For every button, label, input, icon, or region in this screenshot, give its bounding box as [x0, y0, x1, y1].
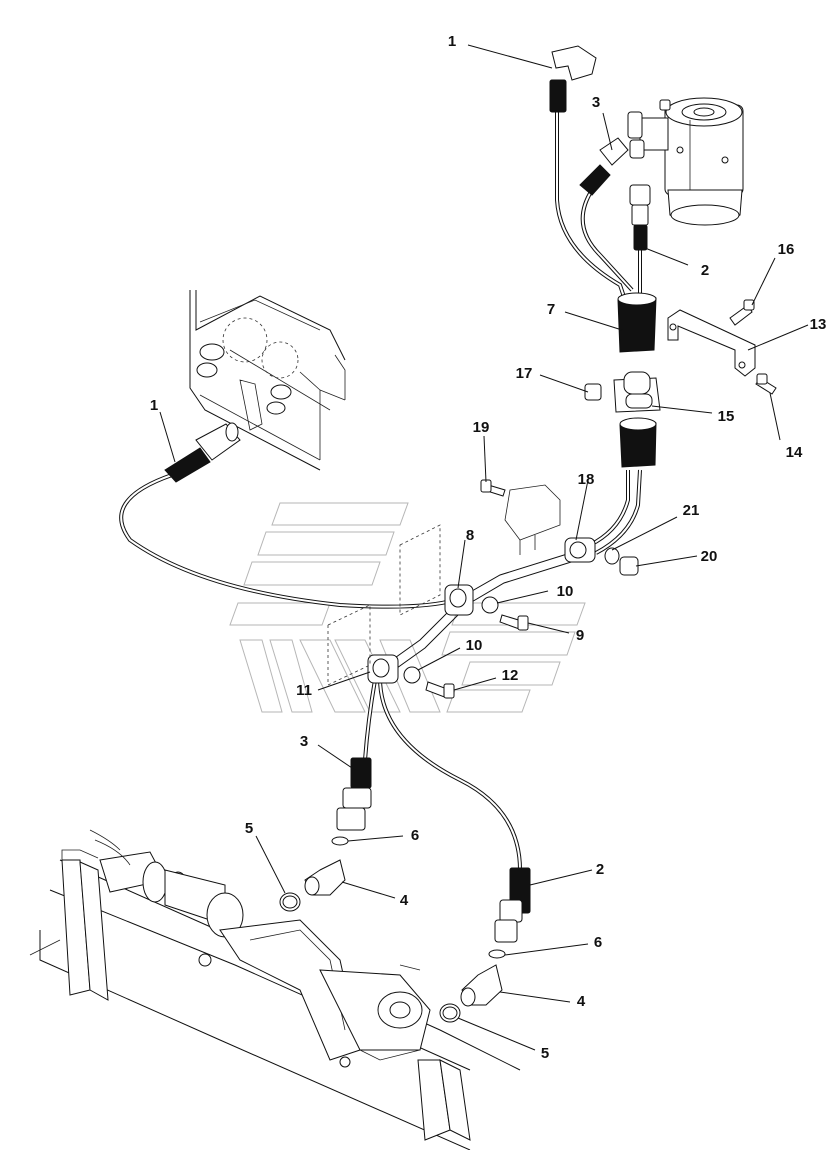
callout-3-top: 3: [592, 94, 600, 111]
callout-15: 15: [718, 408, 735, 425]
callout-18: 18: [578, 471, 595, 488]
callout-9: 9: [576, 627, 584, 644]
engine-block: [189, 290, 346, 471]
callout-20: 20: [701, 548, 718, 565]
fittings: [164, 45, 777, 1023]
callout-17: 17: [516, 365, 533, 382]
hose-sleeves: [617, 292, 657, 468]
callout-labels: 1 3 2 16 13 7 17 15 14 1 19 18 21 20 8 1…: [150, 33, 827, 1062]
callout-8: 8: [466, 527, 474, 544]
callout-2-top: 2: [701, 262, 709, 279]
callout-6-left: 6: [411, 827, 419, 844]
callout-4-right: 4: [577, 993, 586, 1010]
callout-6-right: 6: [594, 934, 602, 951]
callout-2-lower: 2: [596, 861, 604, 878]
callout-10-lower: 10: [466, 637, 483, 654]
callout-5-right: 5: [541, 1045, 549, 1062]
callout-13: 13: [810, 316, 827, 333]
callout-11: 11: [296, 682, 312, 699]
steering-unit: [627, 97, 744, 226]
hydraulic-hoses: [119, 110, 642, 871]
watermark-logo: [229, 502, 586, 713]
callout-5-left: 5: [245, 820, 253, 837]
callout-12: 12: [502, 667, 519, 684]
callout-4-left: 4: [400, 892, 409, 909]
callout-10-upper: 10: [557, 583, 574, 600]
bracket: [667, 309, 756, 377]
clamp-block: [613, 371, 661, 413]
callout-16: 16: [778, 241, 795, 258]
tube-brackets: [327, 484, 596, 686]
callout-19: 19: [473, 419, 490, 436]
callout-3-lower: 3: [300, 733, 308, 750]
callout-14: 14: [786, 444, 803, 461]
callout-1-top: 1: [448, 33, 456, 50]
callout-7: 7: [547, 301, 555, 318]
callout-21: 21: [683, 502, 700, 519]
leader-lines: [159, 44, 809, 1051]
front-axle: [29, 829, 521, 1150]
callout-1-engine: 1: [150, 397, 158, 414]
